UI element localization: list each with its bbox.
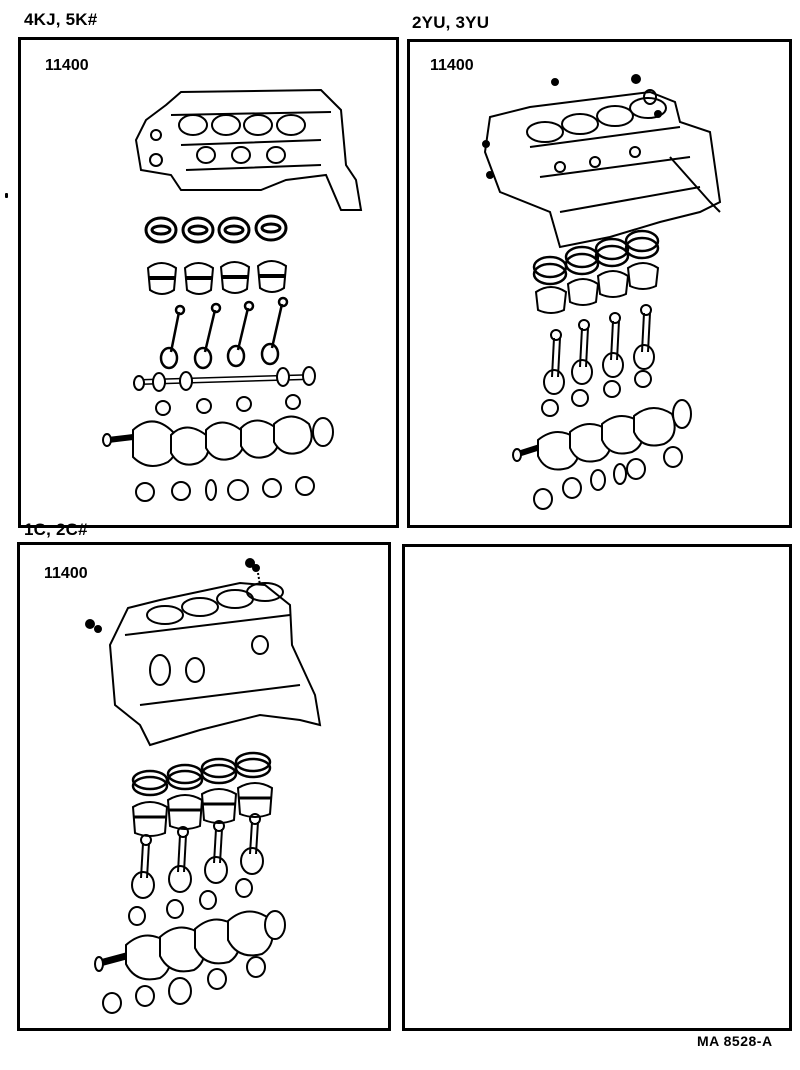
scan-mark: [5, 193, 8, 198]
variant-label-2yu-3yu: 2YU, 3YU: [412, 13, 490, 32]
piston-rings-icon: [144, 214, 288, 244]
connecting-rods-icon: [159, 296, 289, 370]
main-bearings-icon: [135, 476, 315, 502]
variant-label-4kj-5k: 4KJ, 5K#: [24, 10, 98, 29]
variant-label-1c-2c: 1C, 2C#: [24, 520, 88, 539]
part-number: 11400: [430, 57, 474, 74]
piston-rings-icon: [131, 751, 272, 797]
pistons-icon: [534, 262, 660, 314]
bearings-icon: [155, 394, 301, 416]
panel-2yu-3yu[interactable]: 11400: [407, 39, 792, 528]
connecting-rods-icon: [543, 304, 655, 395]
main-bearings-icon: [102, 956, 266, 1014]
pistons-icon: [146, 260, 288, 295]
short-block-exploded-diagram: [85, 558, 322, 1014]
camshaft-icon: [133, 366, 316, 392]
cylinder-block-icon: [85, 558, 322, 747]
part-number: 11400: [45, 57, 89, 74]
connecting-rods-icon: [131, 813, 264, 899]
panel-1c-2c[interactable]: 11400: [17, 542, 391, 1031]
part-number: 11400: [44, 565, 88, 582]
cylinder-block-icon: [134, 88, 363, 211]
short-block-exploded-diagram: [102, 88, 363, 502]
main-bearings-icon: [533, 446, 683, 510]
crankshaft-icon: [102, 415, 334, 467]
bearings-icon: [541, 370, 652, 417]
panel-4kj-5k[interactable]: 11400: [18, 37, 399, 528]
panel-empty: [402, 544, 792, 1031]
cylinder-block-icon: [482, 74, 722, 249]
crankshaft-icon: [512, 399, 692, 471]
crankshaft-icon: [94, 910, 286, 981]
reference-code: MA 8528-A: [697, 1033, 773, 1049]
short-block-exploded-diagram: [482, 74, 722, 510]
piston-rings-icon: [532, 229, 660, 286]
pistons-icon: [131, 782, 274, 837]
bearings-icon: [128, 878, 253, 926]
